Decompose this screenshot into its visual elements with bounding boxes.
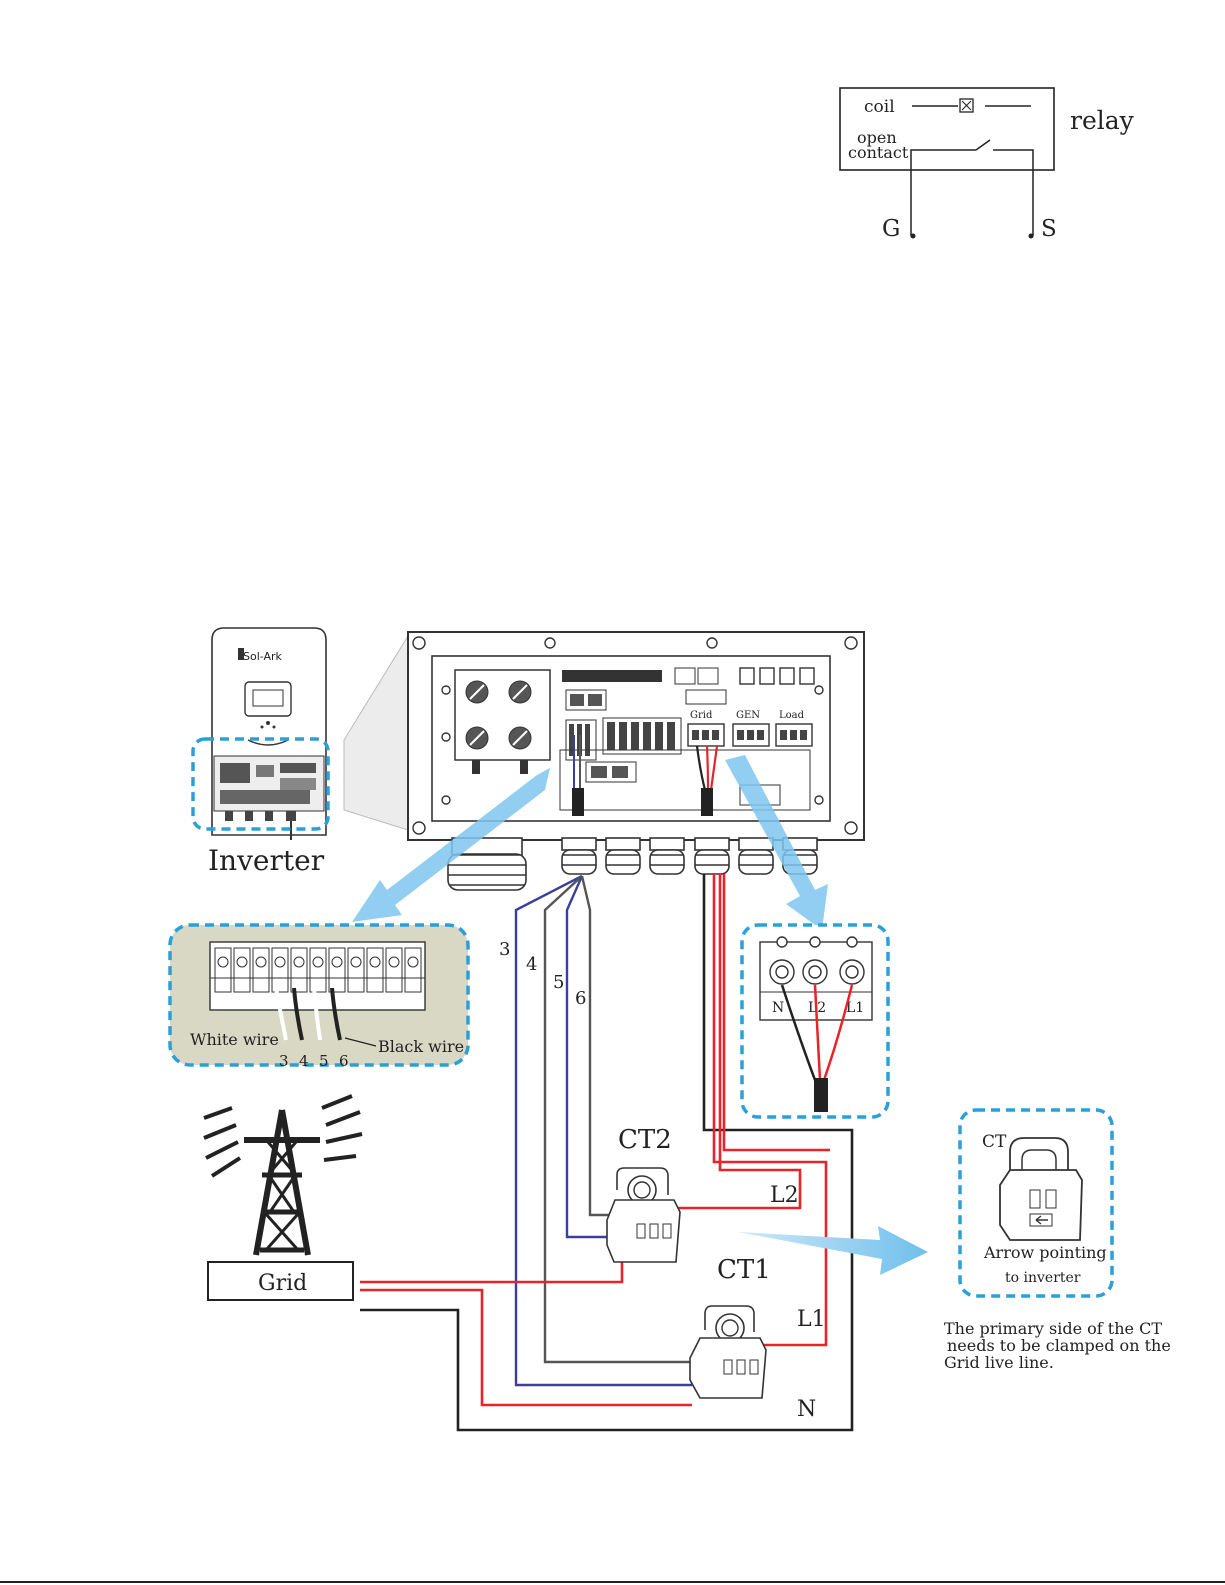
cable-glands	[448, 838, 817, 890]
ct2-clamp-icon	[607, 1168, 680, 1262]
ct1-clamp-icon	[690, 1306, 766, 1398]
ct-detail-callout: CT Arrow pointing to inverter The primar…	[944, 1110, 1171, 1372]
relay-diagram: coil open contact relay G S	[840, 88, 1135, 242]
n-line-label: N	[797, 1397, 816, 1422]
cable-3-label: 3	[499, 939, 510, 960]
g-terminal-label: G	[882, 216, 900, 242]
ct-detail-title: CT	[982, 1132, 1007, 1152]
terminal-detail-callout: White wire Black wire 3 4 5 6	[170, 925, 468, 1070]
l2-line-label: L2	[770, 1183, 799, 1208]
contact-line-left	[911, 150, 976, 236]
ct-note-line-3: Grid live line.	[944, 1353, 1054, 1372]
display-icon	[245, 682, 291, 716]
ct1-label: CT1	[717, 1255, 771, 1285]
inverter-caption: Inverter	[208, 844, 325, 877]
ct-arrow-label-1: Arrow pointing	[983, 1243, 1107, 1262]
contact-line-right	[993, 150, 1033, 236]
ct-arrow-label-2: to inverter	[1005, 1270, 1081, 1286]
inverter-wiring-bay: Grid GEN Load	[408, 632, 864, 840]
power-tower-icon	[204, 1096, 362, 1255]
cable-6-label: 6	[575, 988, 586, 1009]
black-wire-label: Black wire	[378, 1037, 464, 1056]
pin-3-label: 3	[279, 1052, 289, 1070]
gen-terminal-label: GEN	[736, 710, 760, 721]
l1-line-label: L1	[797, 1307, 826, 1332]
pin-6-label: 6	[339, 1052, 349, 1070]
brand-logo: Sol-Ark	[243, 650, 283, 663]
pin-4-label: 4	[299, 1052, 309, 1070]
load-terminal-label: Load	[779, 710, 805, 721]
coil-label: coil	[864, 97, 895, 117]
relay-label: relay	[1070, 106, 1135, 135]
terminal-screws	[210, 948, 425, 992]
switch-contact-icon	[976, 140, 990, 150]
s-terminal-label: S	[1041, 216, 1057, 242]
cable-5-label: 5	[553, 972, 564, 993]
grid-terminal-label: Grid	[690, 710, 713, 721]
zoom-wedge	[344, 636, 408, 830]
open-contact-label-2: contact	[848, 143, 909, 162]
grid-label: Grid	[258, 1271, 307, 1296]
grid-terminal-callout: N L2 L1	[742, 925, 888, 1117]
white-wire-label: White wire	[190, 1030, 279, 1049]
inverter-thumbnail: Sol-Ark Inverter	[193, 628, 328, 877]
n-terminal-label: N	[772, 1000, 784, 1016]
pin-5-label: 5	[319, 1052, 329, 1070]
cable-4-label: 4	[526, 954, 537, 975]
ct2-label: CT2	[618, 1125, 672, 1155]
